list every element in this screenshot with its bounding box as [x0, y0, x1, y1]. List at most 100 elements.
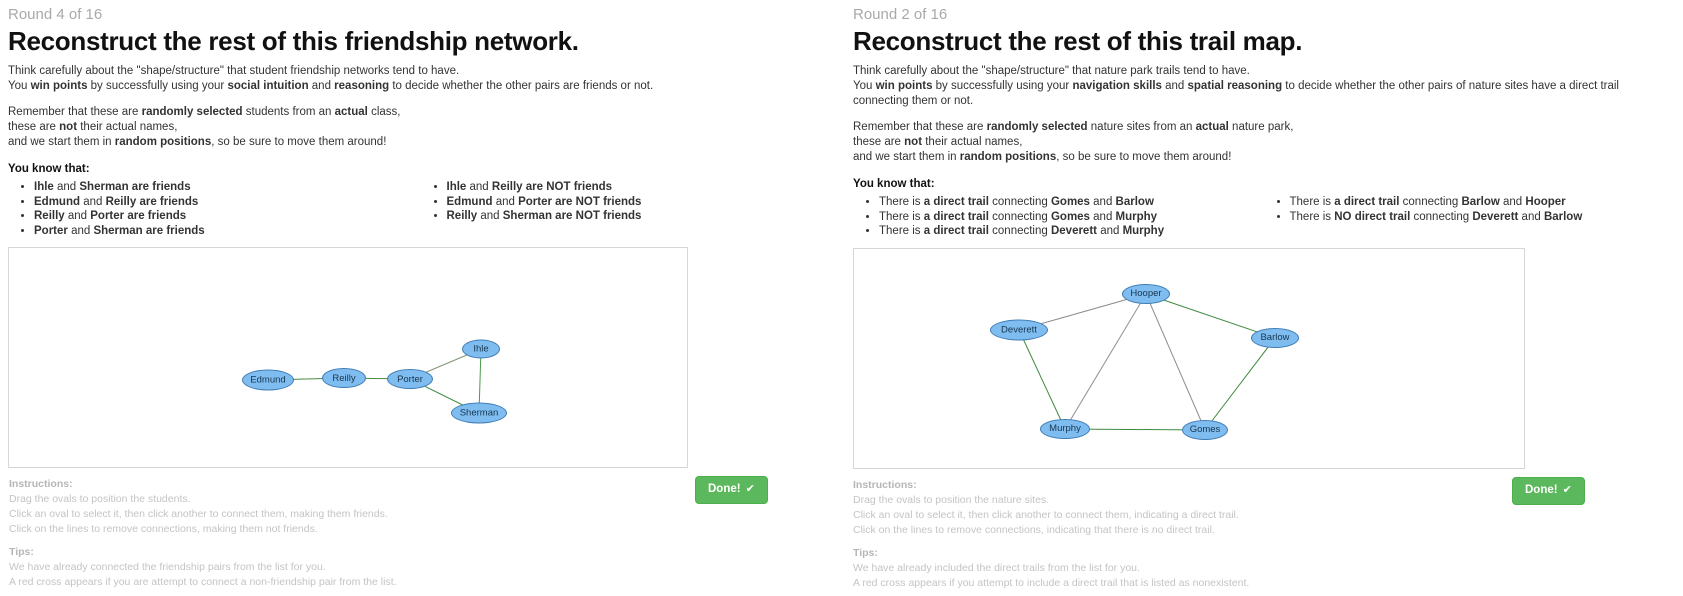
known-fact-item: There is NO direct trail connecting Deve…	[1290, 210, 1675, 225]
txt: There is	[879, 225, 924, 238]
txt: and	[1089, 210, 1116, 223]
intro-line-1: Think carefully about the "shape/structu…	[8, 65, 460, 77]
instruction-line: Click an oval to select it, then click a…	[853, 508, 1239, 521]
instructions-heading: Instructions:	[853, 478, 917, 491]
instruction-line: Click on the lines to remove connections…	[853, 523, 1215, 536]
txt: You	[8, 80, 31, 92]
graph-node-porter[interactable]: Porter	[387, 369, 433, 390]
txt-bold: are friends	[128, 181, 191, 193]
graph-node-barlow[interactable]: Barlow	[1251, 327, 1299, 348]
txt-bold: Murphy	[1122, 225, 1165, 238]
instruction-line: Click on the lines to remove connections…	[9, 523, 318, 536]
txt: class,	[367, 106, 401, 118]
intro-line-5: and we start them in random positions, s…	[8, 135, 833, 150]
graph-node-sherman[interactable]: Sherman	[451, 402, 507, 424]
txt-bold: randomly selected	[986, 121, 1088, 133]
known-fact-item: There is a direct trail connecting Barlo…	[1290, 195, 1675, 210]
txt: nature park,	[1228, 121, 1294, 133]
txt: and	[53, 181, 80, 193]
txt: and	[1089, 196, 1116, 208]
graph-node-label: Barlow	[1260, 332, 1290, 344]
txt-bold: a direct trail	[923, 196, 989, 208]
txt-bold: reasoning	[334, 80, 390, 92]
txt-bold: Gomes	[1050, 196, 1090, 208]
txt: Remember that these are	[8, 106, 142, 118]
intro-line-5: and we start them in random positions, s…	[853, 150, 1674, 165]
graph-node-label: Porter	[397, 373, 423, 385]
tip-line: We have already included the direct trai…	[853, 561, 1140, 574]
graph-node-murphy[interactable]: Murphy	[1040, 418, 1090, 439]
graph-node-ihle[interactable]: Ihle	[462, 339, 500, 359]
txt-bold: win points	[875, 80, 933, 92]
graph-edge[interactable]	[1204, 337, 1276, 431]
txt-bold: Sherman	[93, 224, 143, 237]
txt-bold: Edmund	[34, 195, 80, 208]
graph-node-label: Deverett	[1001, 324, 1037, 336]
txt-bold: a direct trail	[923, 225, 989, 238]
txt-bold: Sherman	[502, 210, 552, 223]
txt-bold: Reilly	[446, 210, 478, 223]
page-title: Reconstruct the rest of this friendship …	[8, 26, 579, 56]
txt-bold: Murphy	[1115, 210, 1158, 223]
txt-bold: Porter	[518, 195, 552, 208]
txt: and	[1097, 225, 1123, 238]
txt-bold: navigation skills	[1072, 80, 1162, 92]
txt-bold: are NOT friends	[551, 210, 642, 223]
txt: and	[67, 224, 94, 237]
txt-bold: Sherman	[79, 181, 129, 193]
txt-bold: Deverett	[1050, 225, 1097, 238]
txt-bold: Gomes	[1050, 210, 1090, 223]
txt-bold: not	[59, 121, 78, 133]
txt: connecting	[988, 196, 1051, 208]
done-button[interactable]: Done!✔	[1512, 476, 1585, 505]
intro-line-4: these are not their actual names,	[8, 120, 833, 135]
txt: connecting	[1399, 196, 1462, 208]
txt-bold: NO direct trail	[1334, 210, 1411, 223]
graph-edge[interactable]	[1064, 293, 1147, 430]
instruction-line: Drag the ovals to position the nature si…	[853, 493, 1050, 506]
txt: these are	[853, 136, 905, 148]
intro-line-1: Think carefully about the "shape/structu…	[853, 65, 1250, 77]
graph-node-deverett[interactable]: Deverett	[990, 319, 1048, 341]
txt-bold: spatial reasoning	[1187, 80, 1283, 92]
graph-node-edmund[interactable]: Edmund	[242, 369, 294, 391]
you-know-that-label: You know that:	[853, 178, 935, 190]
graph-node-hooper[interactable]: Hooper	[1122, 283, 1170, 304]
txt-bold: are friends	[124, 210, 187, 223]
intro-line-2: You win points by successfully using you…	[8, 79, 833, 94]
txt: by successfully using your	[932, 80, 1073, 92]
txt: and we start them in	[853, 151, 960, 163]
tip-line: A red cross appears if you are attempt t…	[9, 576, 397, 589]
footer-instructions: Instructions: Drag the ovals to position…	[853, 478, 1674, 591]
intro-line-3: Remember that these are randomly selecte…	[8, 105, 833, 120]
txt-bold: random positions	[114, 136, 212, 148]
txt: to decide whether the other pairs are fr…	[389, 80, 654, 92]
txt-bold: Ihle	[34, 181, 54, 193]
txt-bold: are NOT friends	[522, 181, 613, 193]
done-button[interactable]: Done!✔	[695, 476, 768, 505]
intro-line-4: these are not their actual names,	[853, 135, 1674, 150]
txt: nature sites from an	[1087, 121, 1196, 133]
txt: connecting	[1410, 210, 1473, 223]
done-button-label: Done!	[708, 483, 741, 496]
txt-bold: Reilly	[105, 195, 137, 208]
tips-heading: Tips:	[9, 546, 34, 559]
txt: There is	[879, 210, 924, 223]
txt: There is	[879, 196, 924, 208]
graph-node-reilly[interactable]: Reilly	[322, 368, 366, 389]
graph-edge[interactable]	[1018, 329, 1066, 429]
txt-bold: Deverett	[1472, 210, 1519, 223]
txt: There is	[1289, 210, 1335, 223]
done-button-label: Done!	[1525, 483, 1558, 496]
graph-edge[interactable]	[1145, 293, 1206, 430]
graph-edge[interactable]	[1145, 293, 1276, 339]
graph-node-label: Sherman	[459, 407, 499, 419]
round-label: Round 2 of 16	[853, 6, 948, 23]
txt-bold: are friends	[136, 195, 199, 208]
graph-node-gomes[interactable]: Gomes	[1182, 419, 1228, 440]
txt-bold: Barlow	[1115, 196, 1154, 208]
intro-line-3: Remember that these are randomly selecte…	[853, 120, 1674, 135]
